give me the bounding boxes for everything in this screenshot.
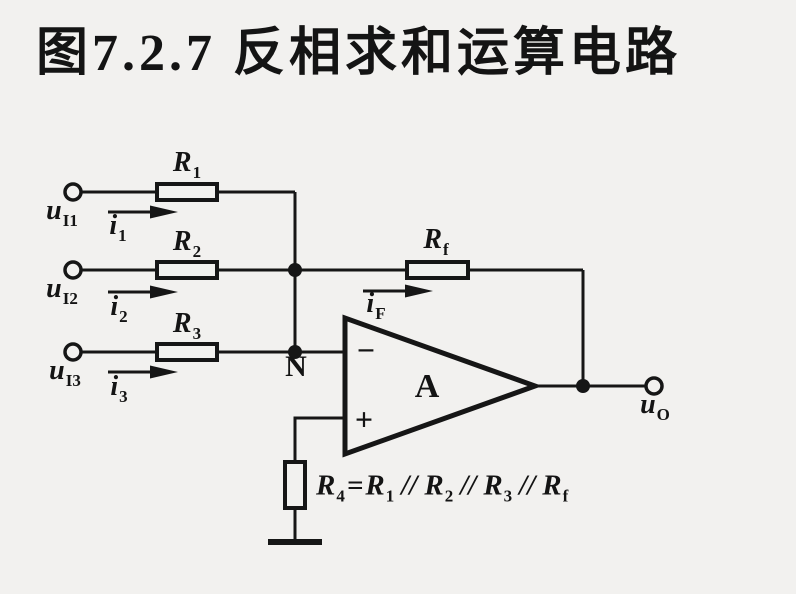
- arrow-i2: [108, 285, 178, 299]
- resistor-r3-body: [155, 342, 219, 362]
- resistors: [155, 182, 470, 510]
- label-r1-base: R: [172, 147, 192, 178]
- formula-parallel-1: //: [401, 469, 418, 502]
- resistor-r4-body: [283, 460, 307, 510]
- formula-parallel-3: //: [519, 469, 536, 502]
- label-r2-sub: 2: [192, 242, 202, 261]
- label-r2: R2: [172, 226, 202, 261]
- current-arrows: [108, 205, 433, 379]
- label-if-base: i: [366, 288, 375, 319]
- resistor-rf-body: [405, 260, 470, 280]
- formula-equals: =: [346, 469, 364, 502]
- junction-nodes: [288, 263, 590, 393]
- node-output-dot: [576, 379, 590, 393]
- terminal-input1: [63, 182, 83, 202]
- formula-parallel-2: //: [460, 469, 477, 502]
- label-ui1-base: u: [46, 195, 62, 226]
- label-r3: R3: [172, 308, 202, 343]
- formula-r4-sub: 4: [336, 486, 345, 506]
- formula-r2-sub: 2: [444, 486, 454, 506]
- label-ui3-sub: I3: [65, 371, 81, 390]
- label-r1: R1: [172, 147, 202, 182]
- label-ui2: uI2: [46, 273, 78, 308]
- label-ui1: uI1: [46, 195, 78, 230]
- label-i1-sub: 1: [118, 226, 127, 245]
- label-i2-base: i: [110, 291, 119, 322]
- r4-parallel-formula: R4=R1//R2//R3//Rf: [316, 470, 568, 507]
- label-uo-base: u: [640, 389, 656, 420]
- opamp-gain-label: A: [414, 368, 440, 405]
- label-r2-base: R: [172, 226, 192, 257]
- arrow-i1: [108, 205, 178, 219]
- label-ui3-base: u: [49, 355, 65, 386]
- opamp-noninverting-sign: +: [354, 401, 374, 437]
- node-n-dot: [288, 345, 302, 359]
- resistor-r2-body: [155, 260, 219, 280]
- label-ui2-sub: I2: [62, 289, 78, 308]
- resistor-r1-body: [155, 182, 219, 202]
- label-i3-sub: 3: [119, 387, 128, 406]
- label-i2: i2: [110, 291, 128, 326]
- opamp-triangle: [342, 314, 543, 458]
- formula-r3-base: R: [483, 469, 503, 502]
- node-bus-feedback: [288, 263, 302, 277]
- label-r3-base: R: [172, 308, 192, 339]
- label-i2-sub: 2: [119, 307, 128, 326]
- label-if: iF: [366, 288, 386, 323]
- terminal-output: [644, 376, 664, 396]
- formula-r3-sub: 3: [503, 486, 513, 506]
- formula-r4-base: R: [316, 469, 336, 502]
- formula-r2-base: R: [424, 469, 444, 502]
- arrow-if: [363, 284, 433, 298]
- terminal-input2: [63, 260, 83, 280]
- terminals: [63, 182, 664, 396]
- label-ui3: uI3: [49, 355, 81, 390]
- label-uo: uO: [640, 389, 670, 424]
- formula-rf-base: R: [542, 469, 562, 502]
- arrow-i3: [108, 365, 178, 379]
- label-r1-sub: 1: [192, 163, 202, 182]
- label-i1: i1: [109, 210, 127, 245]
- label-rf-base: R: [423, 224, 443, 255]
- label-i1-base: i: [109, 210, 118, 241]
- label-if-sub: F: [375, 304, 386, 323]
- label-rf: Rf: [423, 224, 449, 259]
- terminal-input3: [63, 342, 83, 362]
- label-r3-sub: 3: [192, 324, 202, 343]
- formula-r1-sub: 1: [385, 486, 395, 506]
- formula-r1-base: R: [365, 469, 385, 502]
- label-rf-sub: f: [443, 240, 449, 259]
- label-node-n: N: [285, 350, 307, 383]
- figure-title: 图7.2.7 反相求和运算电路: [36, 25, 682, 82]
- label-i3: i3: [110, 371, 128, 406]
- formula-rf-sub: f: [562, 486, 569, 506]
- opamp-inverting-sign: −: [356, 332, 376, 368]
- label-uo-sub: O: [656, 405, 670, 424]
- label-ui1-sub: I1: [62, 211, 78, 230]
- label-ui2-base: u: [46, 273, 62, 304]
- label-i3-base: i: [110, 371, 119, 402]
